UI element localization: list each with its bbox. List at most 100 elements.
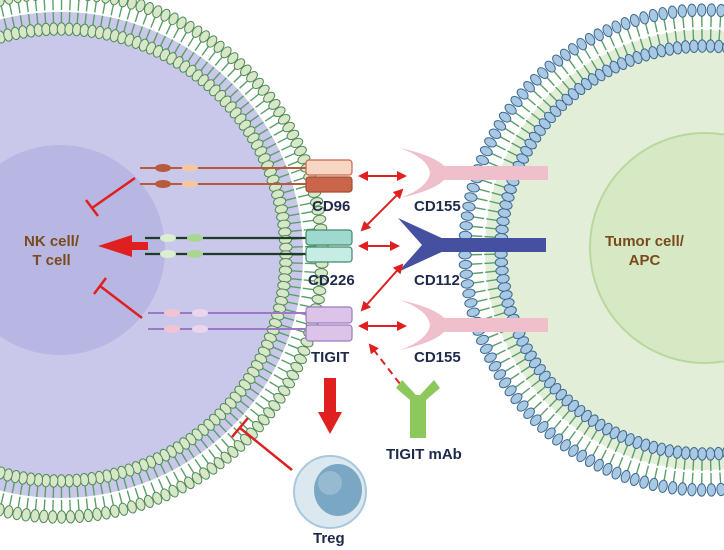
treg-nucleus-highlight (318, 471, 342, 495)
lipid-head (484, 352, 497, 363)
antibody-block-arrow (368, 343, 408, 394)
lipid-tail (486, 332, 499, 339)
lipid-head (135, 0, 146, 13)
lipid-head (168, 12, 179, 26)
lipid-tail (515, 134, 527, 143)
cd112-stalk (432, 238, 546, 252)
lipid-head (92, 507, 102, 522)
lipid-tail (166, 459, 174, 471)
lipid-tail (656, 33, 661, 47)
tigit-head-bottom (305, 324, 353, 342)
lipid-tail (255, 401, 266, 411)
lipid-tail (214, 444, 224, 455)
lipid-tail (471, 271, 484, 275)
lipid-head (268, 98, 281, 110)
lipid-head (127, 500, 137, 514)
treg-arrow-shaft (324, 378, 336, 414)
lipid-tail (150, 16, 157, 28)
lipid-tail (561, 80, 571, 91)
lipid-tail (239, 79, 249, 89)
lipid-tail (152, 466, 159, 478)
lipid-tail (253, 121, 264, 130)
cd155-bottom-label: CD155 (414, 349, 461, 366)
treg-inhibition-bar (231, 417, 249, 438)
lipid-head (273, 392, 286, 404)
antibody-arm-left (396, 380, 416, 400)
lipid-head (552, 433, 564, 446)
lipid-tail (107, 480, 112, 493)
lipid-head (530, 73, 542, 86)
lipid-head (0, 466, 6, 480)
tigit-domain (164, 309, 180, 317)
lipid-tail (519, 387, 531, 396)
lipid-tail (199, 438, 209, 449)
lipid-tail (187, 35, 196, 47)
lipid-tail (134, 487, 140, 500)
lipid-head (21, 508, 31, 522)
tigit-inhibition-bar (93, 277, 107, 295)
lipid-tail (548, 92, 559, 103)
lipid-tail (289, 277, 302, 281)
lipid-tail (19, 15, 23, 28)
lipid-tail (284, 351, 297, 358)
lipid-tail (173, 26, 180, 39)
lipid-tail (194, 458, 203, 470)
lipid-tail (471, 225, 484, 229)
lipid-tail (295, 320, 308, 325)
lipid-tail (94, 497, 98, 510)
cd226-domain (187, 234, 203, 242)
lipid-tail (614, 47, 621, 60)
lipid-tail (631, 446, 637, 459)
lipid-tail (486, 278, 499, 282)
lipid-head (697, 447, 707, 461)
lipid-head (687, 482, 697, 497)
lipid-head (706, 483, 717, 497)
lipid-tail (525, 372, 537, 381)
lipid-tail (683, 457, 686, 471)
lipid-tail (217, 422, 227, 433)
lipid-tail (277, 366, 289, 374)
lipid-tail (233, 427, 243, 437)
lipid-tail (284, 308, 297, 313)
lipid-tail (8, 2, 13, 15)
cd112-ligand (398, 218, 546, 272)
lipid-tail (288, 285, 301, 289)
lipid-tail (503, 335, 515, 342)
lipid-tail (269, 381, 281, 389)
cd155-top-ligand (400, 148, 548, 198)
lipid-tail (264, 388, 276, 397)
lipid-tail (173, 455, 181, 467)
lipid-tail (157, 19, 165, 32)
lipid-tail (186, 51, 195, 63)
lipid-tail (691, 472, 694, 485)
lipid-tail (538, 407, 549, 418)
lipid-tail (201, 45, 210, 56)
lipid-tail (644, 22, 650, 35)
lipid-head (479, 343, 493, 354)
lipid-tail (99, 482, 104, 495)
lipid-tail (473, 289, 486, 294)
lipid-tail (180, 47, 188, 59)
lipid-head (83, 508, 94, 523)
lipid-tail (560, 425, 569, 436)
lipid-tail (674, 456, 678, 470)
lipid-tail (653, 20, 658, 33)
lipid-head (47, 510, 58, 524)
lipid-head (252, 420, 264, 433)
lipid-head (493, 120, 507, 131)
lipid-head (268, 400, 281, 412)
lipid-tail (606, 437, 614, 449)
lipid-head (30, 509, 40, 523)
lipid-head (56, 510, 67, 524)
lipid-tail (34, 498, 38, 511)
lipid-tail (11, 16, 16, 29)
lipid-tail (255, 99, 266, 109)
lipid-tail (475, 298, 488, 303)
lipid-head (706, 3, 717, 17)
lipid-tail (590, 60, 599, 72)
cd96-domain (182, 164, 198, 172)
lipid-tail (271, 346, 284, 353)
lipid-head (143, 2, 154, 16)
lipid-head (493, 369, 507, 380)
tigit-inhibition-line (99, 285, 143, 319)
